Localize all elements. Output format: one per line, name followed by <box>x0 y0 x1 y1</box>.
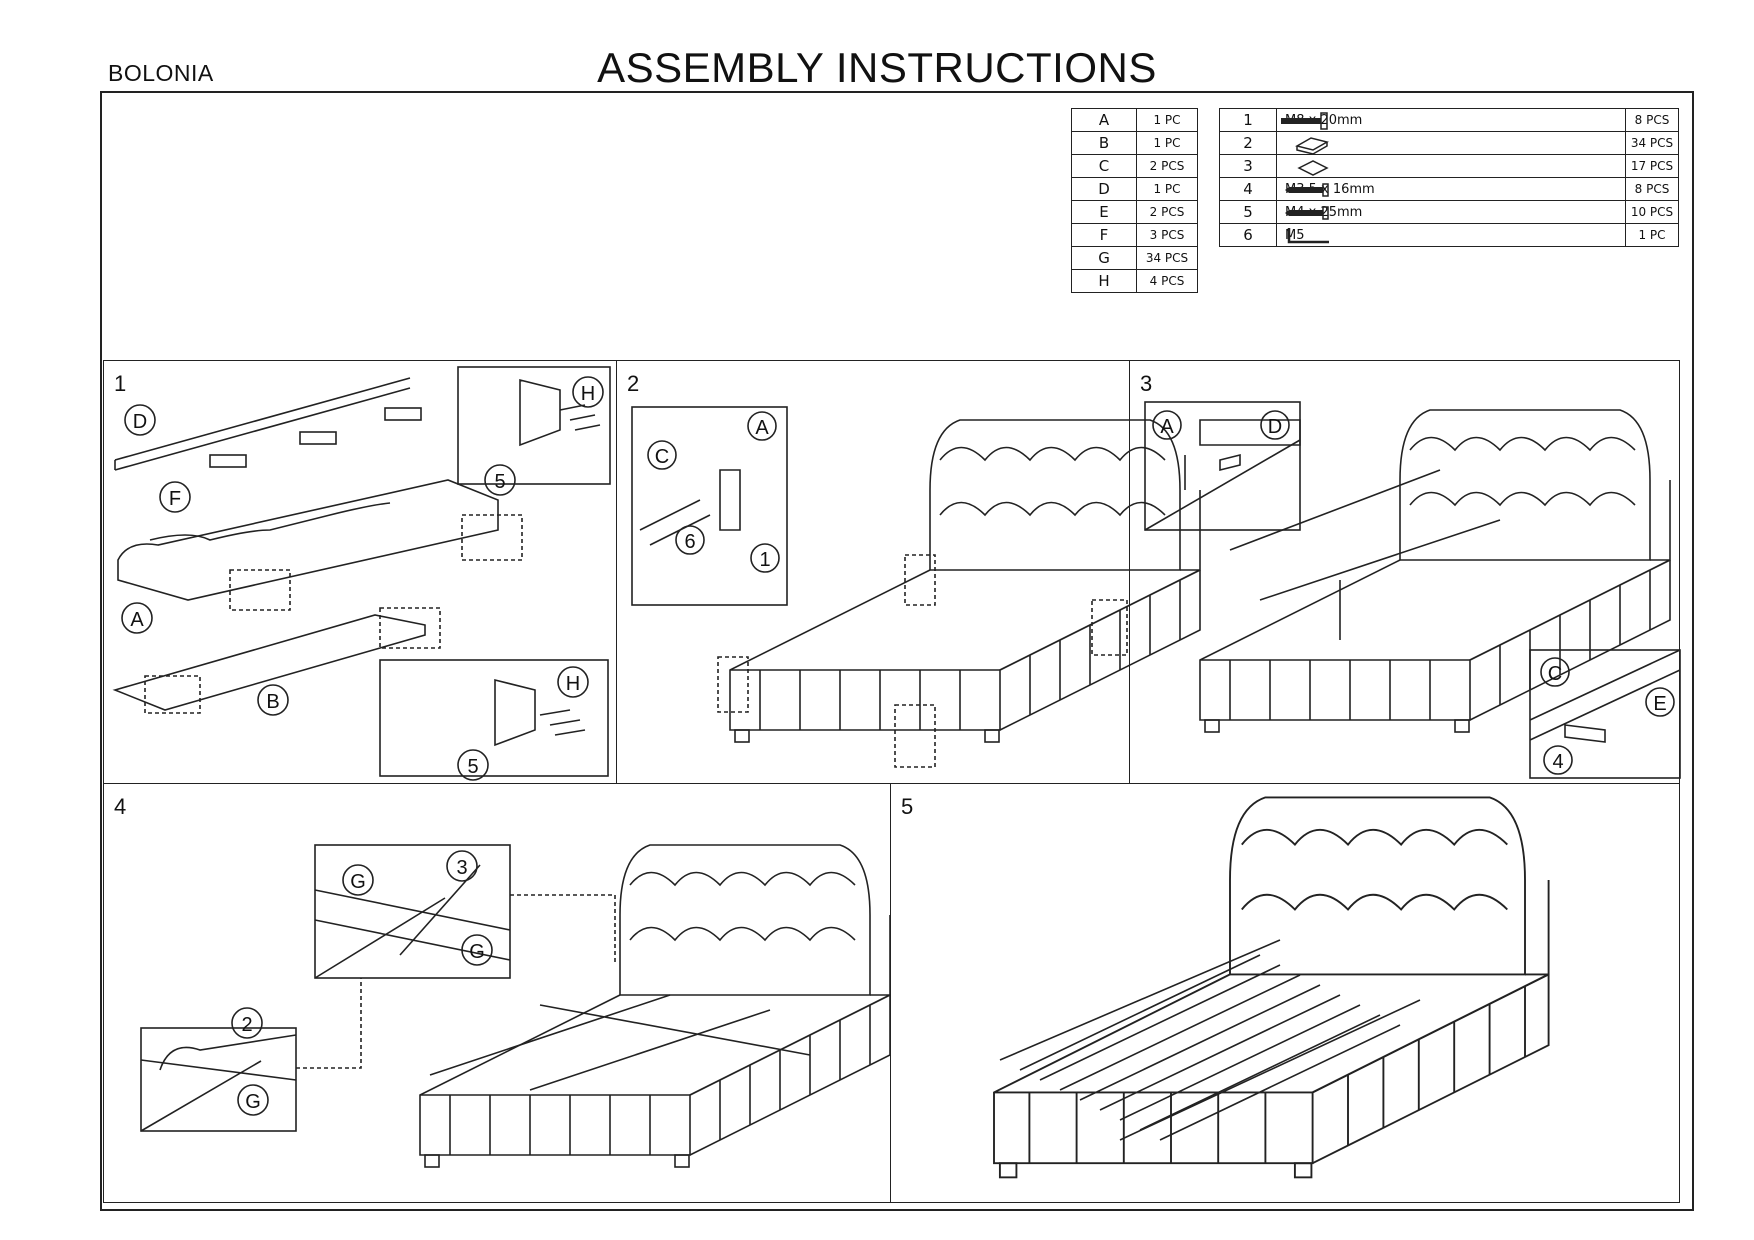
hardware-number: 5 <box>1219 200 1277 224</box>
svg-text:G: G <box>350 871 366 893</box>
step-number: 5 <box>901 794 914 819</box>
part-quantity: 1 PC <box>1136 131 1198 155</box>
instruction-sheet-frame <box>100 91 1694 1211</box>
part-letter: H <box>1071 269 1137 293</box>
svg-text:D: D <box>133 411 147 433</box>
svg-text:G: G <box>469 941 485 963</box>
hardware-quantity: 34 PCS <box>1625 131 1679 155</box>
step-4-illustration: G 3 G 2 G <box>140 844 891 1168</box>
svg-text:1: 1 <box>759 549 770 571</box>
hardware-number: 2 <box>1219 131 1277 155</box>
hardware-quantity: 17 PCS <box>1625 154 1679 178</box>
svg-text:H: H <box>566 673 580 695</box>
step-number: 1 <box>114 371 127 396</box>
svg-text:A: A <box>1160 416 1174 438</box>
svg-text:2: 2 <box>241 1014 252 1036</box>
model-name: BOLONIA <box>108 60 214 86</box>
svg-text:5: 5 <box>467 756 478 778</box>
svg-text:G: G <box>245 1091 261 1113</box>
step-3-illustration: A D C E 4 <box>1144 401 1681 779</box>
svg-text:C: C <box>1548 663 1562 685</box>
svg-text:H: H <box>581 383 595 405</box>
hardware-description: M4 x 25mm <box>1276 200 1626 224</box>
svg-text:A: A <box>130 609 144 631</box>
svg-text:C: C <box>655 446 669 468</box>
hardware-quantity: 10 PCS <box>1625 200 1679 224</box>
step-number: 2 <box>627 371 640 396</box>
part-quantity: 4 PCS <box>1136 269 1198 293</box>
svg-text:4: 4 <box>1552 751 1563 773</box>
step-number: 3 <box>1140 371 1153 396</box>
svg-text:6: 6 <box>684 531 695 553</box>
part-quantity: 2 PCS <box>1136 200 1198 224</box>
part-letter: A <box>1071 108 1137 132</box>
svg-text:5: 5 <box>494 471 505 493</box>
step-number: 4 <box>114 794 127 819</box>
hardware-description: M5 <box>1276 223 1626 247</box>
part-quantity: 2 PCS <box>1136 154 1198 178</box>
hardware-description: M3.5 x 16mm <box>1276 177 1626 201</box>
svg-text:E: E <box>1653 693 1666 715</box>
hardware-row: 3 17 PCS <box>1219 154 1679 178</box>
hardware-quantity: 8 PCS <box>1625 108 1679 132</box>
part-quantity: 3 PCS <box>1136 223 1198 247</box>
hardware-quantity: 8 PCS <box>1625 177 1679 201</box>
page-title: ASSEMBLY INSTRUCTIONS <box>597 44 1157 91</box>
hardware-row: 2 34 PCS <box>1219 131 1679 155</box>
hardware-number: 3 <box>1219 154 1277 178</box>
svg-text:F: F <box>169 488 181 510</box>
step-2-illustration: 6 1 A C <box>631 406 1201 768</box>
svg-text:B: B <box>266 691 279 713</box>
hardware-number: 6 <box>1219 223 1277 247</box>
svg-text:A: A <box>755 417 769 439</box>
hardware-description <box>1276 131 1626 155</box>
step-5-illustration <box>993 796 1550 1179</box>
part-letter: B <box>1071 131 1137 155</box>
step-1-illustration: D F A B H 5 H 5 <box>112 366 611 781</box>
svg-text:D: D <box>1268 416 1282 438</box>
hardware-quantity: 1 PC <box>1625 223 1679 247</box>
svg-text:3: 3 <box>456 857 467 879</box>
